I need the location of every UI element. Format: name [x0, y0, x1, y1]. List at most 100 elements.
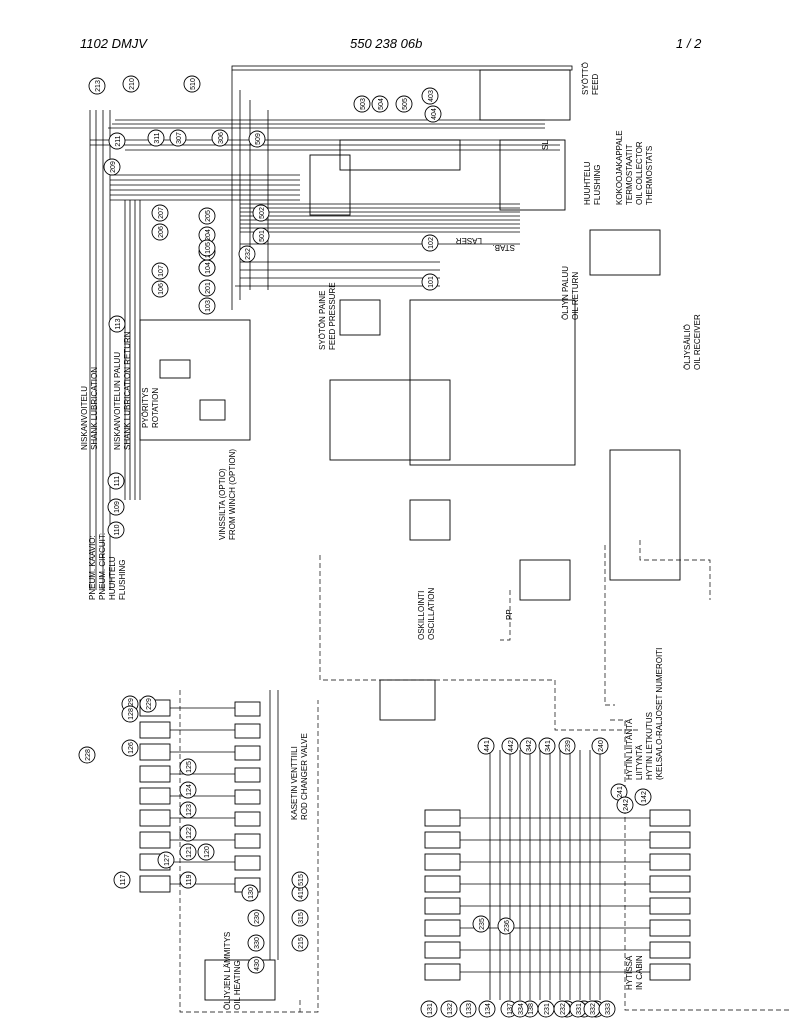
- schematic-label: OIL RECEIVER: [693, 314, 702, 370]
- cabin-valve: [424, 963, 461, 981]
- callout-bubble: [421, 273, 439, 291]
- callout-number: 306: [218, 132, 225, 144]
- schematic-label: HYTISSÄ: [625, 955, 634, 990]
- schematic-label: SHANK LUBRICATION RETURN: [123, 331, 132, 450]
- callout-bubble: [511, 1000, 529, 1018]
- callout-bubble: [501, 737, 519, 755]
- callout-number: 124: [186, 784, 193, 796]
- callout-number: 209: [110, 161, 117, 173]
- callout-number: 232: [560, 1003, 567, 1015]
- callout-bubble: [121, 739, 139, 757]
- callout-number: 229: [146, 698, 153, 710]
- callout-bubble: [538, 737, 556, 755]
- schematic-label: ÖLJYJEN LÄMMITYS: [223, 932, 232, 1010]
- cabin-spool: [649, 875, 691, 893]
- schematic-label: PNEUM. KAAVIO:: [88, 535, 97, 600]
- cabin-spool: [649, 809, 691, 827]
- callout-bubble: [252, 204, 270, 222]
- callout-bubble: [478, 1000, 496, 1018]
- callout-number: 504: [378, 98, 385, 110]
- rotation-filter: [199, 399, 226, 421]
- document-number: 550 238 06b: [350, 36, 423, 51]
- rod-changer-valve: [139, 743, 171, 761]
- cabin-valve: [424, 919, 461, 937]
- callout-number: 123: [186, 804, 193, 816]
- schematic-label: ROTATION: [151, 388, 160, 428]
- rod-changer-spool: [234, 767, 261, 783]
- rod-changer-spool: [234, 811, 261, 827]
- schematic-label: FROM WINCH (OPTION): [228, 449, 237, 540]
- callout-number: 240: [598, 740, 605, 752]
- callout-number: 334: [518, 1003, 525, 1015]
- rod-changer-valve: [139, 765, 171, 783]
- callout-bubble: [107, 498, 125, 516]
- schematic-label: SL: [541, 140, 550, 150]
- schematic-label: KASETIN VENTTIILI: [290, 746, 299, 820]
- callout-bubble: [519, 737, 537, 755]
- pp-line: [500, 590, 511, 641]
- callout-number: 133: [466, 1003, 473, 1015]
- callout-number: 215: [298, 937, 305, 949]
- callout-bubble: [121, 705, 139, 723]
- schematic-label: ROD CHANGER VALVE: [300, 733, 309, 820]
- cabin-valve: [424, 831, 461, 849]
- callout-number: 134: [485, 1003, 492, 1015]
- schematic-label: OIL HEATING: [233, 960, 242, 1010]
- collector-thermostats: [589, 229, 661, 276]
- callout-number: 204: [205, 229, 212, 241]
- callout-bubble: [558, 737, 576, 755]
- hydraulic-lines: [89, 70, 650, 1000]
- callout-number: 106: [158, 283, 165, 295]
- callout-bubble: [421, 87, 439, 105]
- callout-number: 241: [617, 786, 624, 798]
- schematic-label: (KELSA/LO-RALJOSET NUMEROITI: [655, 648, 664, 780]
- rod-changer-valve: [139, 875, 171, 893]
- receiver-block: [609, 449, 681, 581]
- rod-changer-spool: [234, 855, 261, 871]
- cabin-valve: [424, 897, 461, 915]
- callout-bubble: [88, 77, 106, 95]
- rod-changer-spool: [234, 723, 261, 739]
- callout-bubble: [179, 824, 197, 842]
- callout-number: 121: [186, 846, 193, 858]
- callout-number: 201: [205, 282, 212, 294]
- callout-bubble: [183, 75, 201, 93]
- rod-changer-valve: [139, 809, 171, 827]
- control-valve-block: [409, 299, 576, 466]
- callout-bubble: [78, 746, 96, 764]
- rod-changer-spool: [234, 789, 261, 805]
- callout-number: 231: [544, 1003, 551, 1015]
- callout-number: 235: [479, 918, 486, 930]
- callout-bubble: [291, 934, 309, 952]
- drawing-id: 1102 DMJV: [80, 36, 147, 51]
- callout-number: 442: [508, 740, 515, 752]
- callout-number: 122: [186, 827, 193, 839]
- callout-number: 509: [255, 133, 262, 145]
- callout-number: 505: [402, 98, 409, 110]
- callout-number: 341: [545, 740, 552, 752]
- callout-number: 102: [428, 237, 435, 249]
- callout-number: 501: [259, 230, 266, 242]
- schematic-label: TERMOSTAATIT: [625, 144, 634, 205]
- callout-number: 311: [154, 132, 161, 143]
- schematic-label: VINSSILTA (OPTIO): [218, 468, 227, 540]
- callout-bubble: [179, 871, 197, 889]
- callout-number: 113: [115, 318, 122, 329]
- callout-number: 127: [164, 854, 171, 866]
- callout-bubble: [247, 956, 265, 974]
- callout-bubble: [371, 95, 389, 113]
- callout-bubble: [472, 915, 490, 933]
- callout-number: 415: [298, 887, 305, 899]
- callout-number: 120: [204, 846, 211, 858]
- schematic-frame: [231, 65, 573, 71]
- cabin-spool: [649, 853, 691, 871]
- winch-valve: [409, 499, 451, 541]
- schematic-label: FEED PRESSURE: [328, 282, 337, 350]
- schematic-label: FLUSHING: [118, 560, 127, 600]
- receiver-frame: [639, 540, 711, 600]
- rod-changer-valve: [139, 721, 171, 739]
- schematic-label: HUUHTELU: [108, 556, 117, 600]
- callout-bubble: [238, 245, 256, 263]
- callout-number: 132: [447, 1003, 454, 1015]
- callout-bubble: [139, 695, 157, 713]
